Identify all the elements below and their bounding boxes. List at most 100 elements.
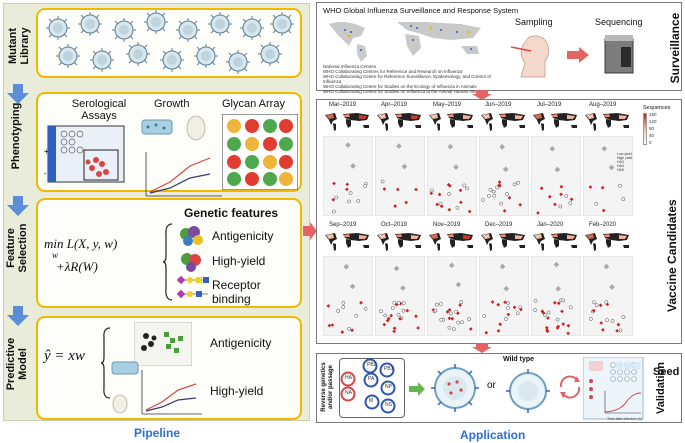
antigenic-scatter-plot xyxy=(479,136,529,216)
month-label: Jan–2020 xyxy=(537,222,564,228)
antigenic-map-thumbnail xyxy=(134,322,192,366)
segment-labels: PB2 PB1 PA HA NP NA M NS xyxy=(339,358,405,418)
glycan-array-label: Glycan Array xyxy=(222,98,285,110)
segment-na: NA xyxy=(345,390,352,396)
stage-label-phenotyping: Phenotyping xyxy=(10,102,22,170)
who-legend-item: National Influenza Centres xyxy=(323,64,377,69)
segment-plasmid-ring xyxy=(362,358,378,374)
segment-plasmid-ring xyxy=(379,362,395,378)
down-arrow-1 xyxy=(7,84,29,104)
segment-ns: NS xyxy=(385,402,392,408)
sequencing-label: Sequencing xyxy=(595,17,643,27)
model-antigenicity: Antigenicity xyxy=(210,336,272,350)
segment-m: M xyxy=(369,398,374,404)
segment-plasmid-ring xyxy=(380,380,396,396)
feature-antigenicity: Antigenicity xyxy=(212,229,274,243)
time-axis-label: Time after infection (h) xyxy=(607,417,642,421)
sampling-label: Sampling xyxy=(515,17,553,27)
monthly-sequence-map xyxy=(585,233,629,251)
reverse-genetics-label: Reverse genetics and/or passage xyxy=(321,362,334,412)
surveillance-to-candidates-arrow xyxy=(472,90,492,100)
sequences-legend-title: Sequences xyxy=(643,105,671,111)
svg-text:-: - xyxy=(44,169,47,178)
surveillance-side-label: Surveillance xyxy=(668,12,682,84)
segment-plasmid-ring xyxy=(380,398,396,414)
monthly-sequence-map xyxy=(325,113,369,131)
candidates-to-validation-arrow xyxy=(472,343,492,353)
who-legend-item: WHO Collaborating Centre for Studies on … xyxy=(323,89,487,94)
wild-type-label: Wild type xyxy=(503,356,535,363)
monthly-sequence-map xyxy=(533,233,577,251)
model-brace xyxy=(100,327,111,399)
or-label: or xyxy=(487,380,496,391)
sequences-tick: 40 xyxy=(649,133,655,138)
equation-line-2: +λR(W) xyxy=(56,259,98,274)
month-label: Mar–2019 xyxy=(329,102,357,108)
antigenic-scatter-plot xyxy=(531,136,581,216)
model-high-yield: High-yield xyxy=(210,384,264,398)
sequencer-illustration xyxy=(604,35,634,74)
serological-assays-label: Serological Assays xyxy=(71,98,127,122)
pipeline-title: Pipeline xyxy=(134,426,181,440)
vaccine-candidates-side-label: Vaccine Candidates xyxy=(665,199,679,312)
validation-assay-illustration xyxy=(583,357,644,420)
sequences-tick: 120 xyxy=(649,119,657,124)
scatter-legend-item: HA4 xyxy=(617,164,624,168)
equation-line-1: min L(X, y, w) xyxy=(44,236,118,251)
growth-illustration xyxy=(141,115,222,197)
validation-label: Validation xyxy=(655,362,667,414)
mutant-library-box xyxy=(36,8,302,78)
pipeline-to-application-arrow xyxy=(303,222,317,240)
virus-particles xyxy=(45,10,295,75)
who-legend: National Influenza Centres WHO Collabora… xyxy=(323,64,503,94)
growth-label: Growth xyxy=(154,98,190,110)
antigenicity-protein-icon xyxy=(180,226,203,246)
feature-high-yield: High-yield xyxy=(212,254,266,268)
scatter-legend-item: HA5 xyxy=(617,168,624,172)
egg-cells-icon xyxy=(615,362,641,370)
optimization-equation: min L(X, y, w) w +λR(W) xyxy=(44,236,117,274)
month-label: Dec–2019 xyxy=(485,222,513,228)
sequences-tick: 80 xyxy=(649,126,655,131)
model-growth-curve xyxy=(111,361,202,415)
antigenic-scatter-plot xyxy=(375,256,425,336)
month-label: Jun–2019 xyxy=(485,102,512,108)
glycan-array-grid xyxy=(222,114,298,190)
who-header: WHO Global Influenza Surveillance and Re… xyxy=(323,6,519,15)
feature-selection-box: min L(X, y, w) w +λR(W) Genetic features… xyxy=(36,198,302,308)
scatter-legend-item: Low yield xyxy=(617,152,632,156)
antigenic-scatter-plot xyxy=(427,256,477,336)
month-label: May–2019 xyxy=(433,102,462,108)
cycle-red-arrows xyxy=(559,375,581,399)
monthly-sequence-map xyxy=(377,113,421,131)
who-legend-item: WHO Collaborating Centre for Reference S… xyxy=(323,74,491,84)
rescue-green-arrow xyxy=(409,382,425,396)
stage-label-feature-selection: Feature Selection xyxy=(5,223,29,273)
feature-receptor-binding: Receptor binding xyxy=(212,278,261,306)
monthly-sequence-map xyxy=(481,113,525,131)
world-surveillance-map xyxy=(321,16,497,64)
prediction-equation: ŷ = xw xyxy=(44,348,85,364)
equation-subscript: w xyxy=(52,250,59,260)
application-title: Application xyxy=(460,428,526,442)
down-arrow-3 xyxy=(7,306,29,326)
high-yield-protein-icon xyxy=(181,253,201,272)
month-label: Jul–2019 xyxy=(537,102,562,108)
seed-label: Seed xyxy=(653,366,680,378)
month-label: Sep–2019 xyxy=(329,222,357,228)
month-label: Aug–2019 xyxy=(589,102,617,108)
sequences-color-scale xyxy=(643,113,647,145)
recombinant-virion xyxy=(431,364,479,412)
antigenic-scatter-plot xyxy=(479,256,529,336)
segment-ha: HA xyxy=(345,375,352,381)
antigenic-scatter-plot xyxy=(531,256,581,336)
who-legend-item: WHO Collaborating Centre for Studies on … xyxy=(323,84,477,89)
predictive-model-box: ŷ = xw Antigenicity High-yield xyxy=(36,316,302,420)
monthly-sequence-map xyxy=(429,113,473,131)
phenotyping-box: Serological Assays + - Growth Glycan Arr… xyxy=(36,92,302,197)
stage-label-predictive-model: Predictive Model xyxy=(5,337,29,391)
genetic-features-title: Genetic features xyxy=(184,206,279,220)
monthly-sequence-map xyxy=(429,233,473,251)
monthly-sequence-map xyxy=(325,233,369,251)
